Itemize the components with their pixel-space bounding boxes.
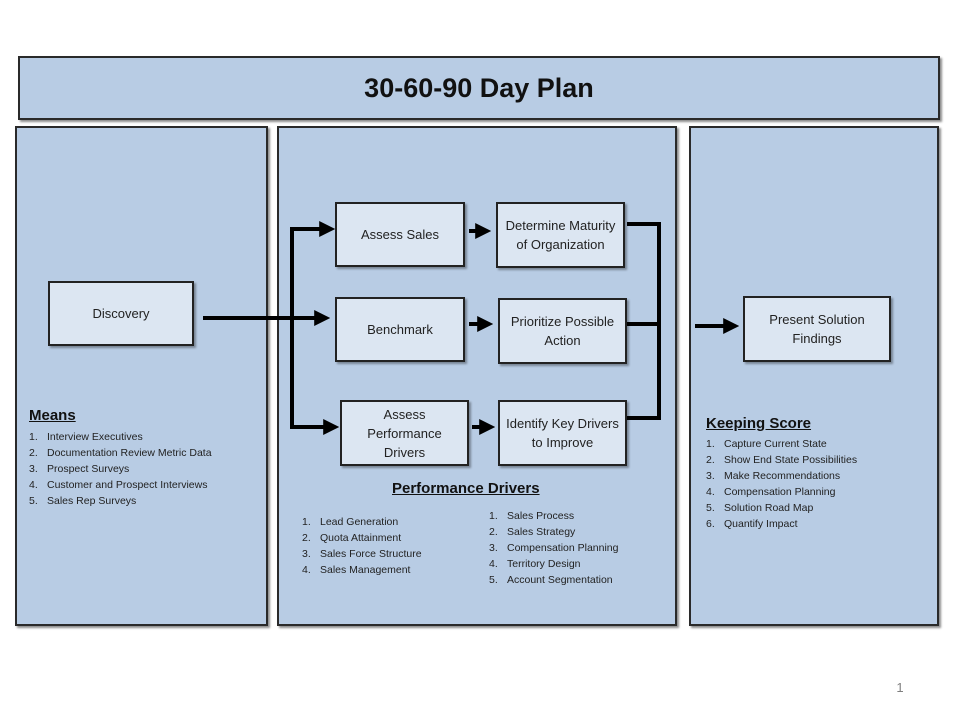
list-item: 3.Compensation Planning — [489, 542, 619, 554]
list-item: 5.Solution Road Map — [706, 502, 814, 514]
means-heading: Means — [29, 407, 76, 424]
discovery-label: Discovery — [92, 306, 150, 321]
assess-sales-box: Assess Sales — [335, 202, 465, 267]
list-item: 2.Documentation Review Metric Data — [29, 447, 212, 459]
keeping-score-heading: Keeping Score — [706, 415, 812, 432]
assess-performance-drivers-label: Assess Performance Drivers — [367, 406, 442, 460]
list-item: 3.Sales Force Structure — [302, 548, 422, 560]
left-panel — [15, 126, 268, 626]
list-item: 3.Make Recommendations — [706, 470, 841, 482]
list-item: 2.Show End State Possibilities — [706, 454, 858, 466]
list-item: 4.Territory Design — [489, 558, 581, 570]
present-solution-findings-box: Present Solution Findings — [743, 296, 891, 362]
identify-key-drivers-label: Identify Key Drivers to Improve — [506, 416, 619, 450]
assess-performance-drivers-box: Assess Performance Drivers — [340, 400, 469, 466]
determine-maturity-box: Determine Maturity of Organization — [496, 202, 625, 268]
page-title: 30-60-90 Day Plan — [364, 72, 594, 103]
keeping-score-list: 1.Capture Current State 2.Show End State… — [706, 436, 857, 532]
prioritize-action-label: Prioritize Possible Action — [510, 314, 615, 348]
performance-drivers-list-b: 1.Sales Process 2.Sales Strategy 3.Compe… — [489, 508, 619, 588]
list-item: 1.Lead Generation — [302, 516, 399, 528]
right-panel — [689, 126, 939, 626]
list-item: 2.Sales Strategy — [489, 526, 576, 538]
identify-key-drivers-box: Identify Key Drivers to Improve — [498, 400, 627, 466]
benchmark-box: Benchmark — [335, 297, 465, 362]
present-solution-findings-label: Present Solution Findings — [769, 312, 865, 346]
performance-drivers-list-a: 1.Lead Generation 2.Quota Attainment 3.S… — [302, 514, 422, 578]
list-item: 6.Quantify Impact — [706, 518, 798, 530]
means-list: 1.Interview Executives 2.Documentation R… — [29, 429, 212, 509]
slide-number: 1 — [896, 680, 904, 695]
discovery-box: Discovery — [48, 281, 194, 346]
assess-sales-label: Assess Sales — [360, 227, 440, 242]
list-item: 4.Sales Management — [302, 564, 411, 576]
determine-maturity-label: Determine Maturity of Organization — [505, 218, 616, 252]
list-item: 5.Account Segmentation — [489, 574, 613, 586]
list-item: 5.Sales Rep Surveys — [29, 495, 137, 507]
list-item: 4.Customer and Prospect Interviews — [29, 479, 208, 491]
list-item: 1.Sales Process — [489, 510, 575, 522]
performance-drivers-heading: Performance Drivers — [392, 480, 540, 497]
benchmark-label: Benchmark — [367, 322, 433, 337]
list-item: 4.Compensation Planning — [706, 486, 836, 498]
prioritize-action-box: Prioritize Possible Action — [498, 298, 627, 364]
list-item: 1.Interview Executives — [29, 431, 143, 443]
list-item: 2.Quota Attainment — [302, 532, 402, 544]
title-bar: 30-60-90 Day Plan — [18, 56, 940, 120]
list-item: 1.Capture Current State — [706, 438, 827, 450]
list-item: 3.Prospect Surveys — [29, 463, 130, 475]
